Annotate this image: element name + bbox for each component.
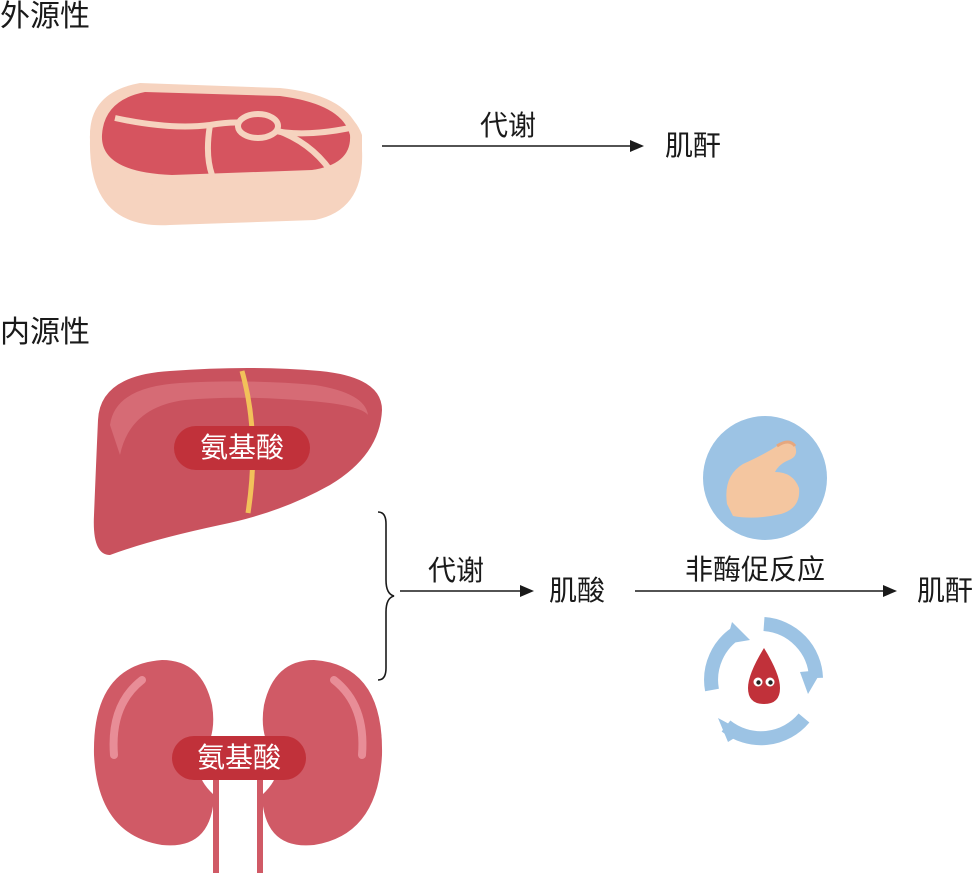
exogenous-arrow xyxy=(382,140,644,152)
curly-brace-icon xyxy=(377,511,395,681)
endogenous-arrow1-label: 代谢 xyxy=(428,554,485,587)
exogenous-product: 肌酐 xyxy=(665,129,722,162)
endogenous-product: 肌酐 xyxy=(917,574,974,607)
intermediate-product: 肌酸 xyxy=(549,574,606,607)
liver-badge: 氨基酸 xyxy=(174,426,310,470)
endogenous-title: 内源性 xyxy=(0,315,90,350)
kidney-icon xyxy=(93,660,383,873)
blood-drop-cycle-icon xyxy=(704,617,823,746)
exogenous-arrow-label: 代谢 xyxy=(480,109,537,142)
endogenous-arrow2 xyxy=(635,585,897,597)
exogenous-title: 外源性 xyxy=(0,0,90,34)
flexed-arm-icon xyxy=(703,416,827,540)
meat-steak-icon xyxy=(89,83,363,226)
endogenous-arrow1 xyxy=(400,585,534,597)
endogenous-arrow2-label: 非酶促反应 xyxy=(685,553,826,586)
kidney-badge: 氨基酸 xyxy=(172,736,306,780)
